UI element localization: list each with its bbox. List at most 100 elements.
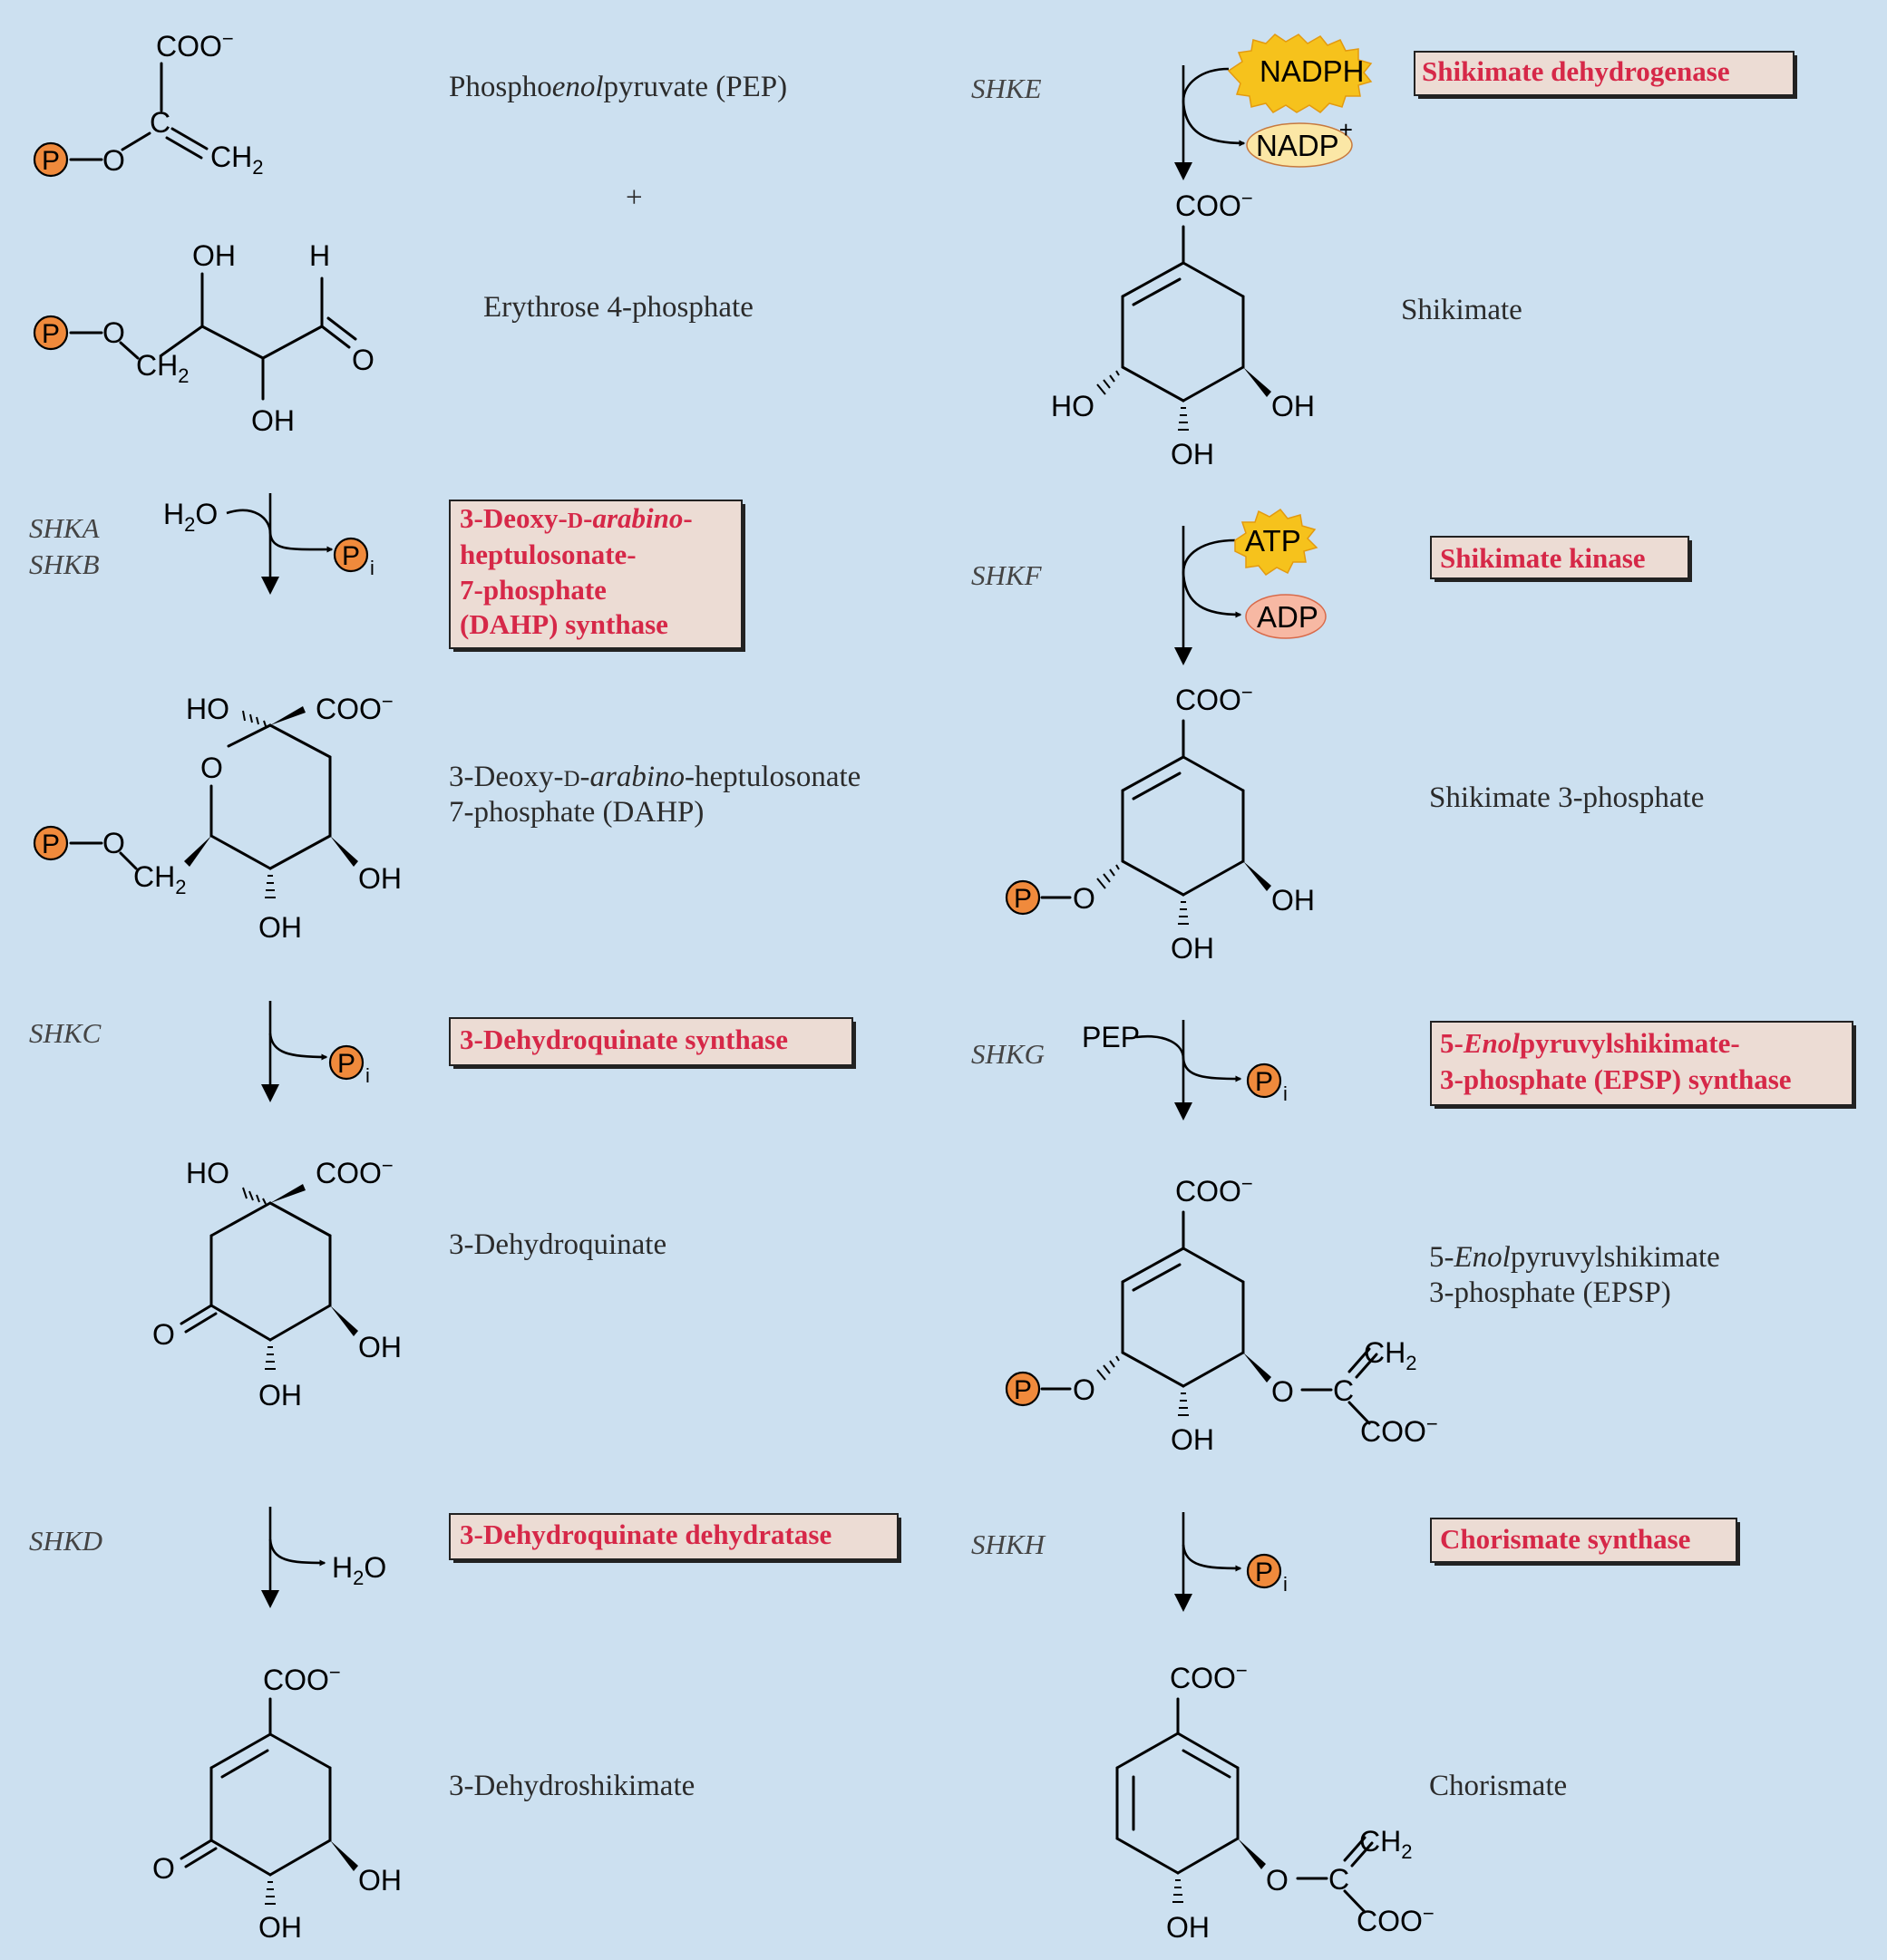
svg-text:Shikimate kinase: Shikimate kinase — [1440, 542, 1646, 574]
svg-text:OH: OH — [1271, 884, 1315, 917]
svg-text:COO−: COO− — [1360, 1412, 1438, 1448]
cofactor-nadp: NADP+ — [1256, 116, 1353, 162]
gene-label-shke: SHKE — [971, 73, 1042, 104]
enzyme-box-dahp-synthase: 3-Deoxy-D-arabino- heptulosonate- 7-phos… — [449, 500, 745, 652]
enzyme-box-shikimate-kinase: Shikimate kinase — [1430, 536, 1692, 582]
svg-text:O: O — [102, 144, 125, 177]
svg-text:3-Dehydroquinate dehydratase: 3-Dehydroquinate dehydratase — [460, 1519, 832, 1550]
svg-text:COO−: COO− — [263, 1661, 341, 1696]
svg-text:OH: OH — [192, 239, 236, 272]
svg-text:O: O — [102, 827, 125, 859]
gene-label-shka: SHKA — [29, 512, 101, 544]
compound-name-pep: Phosphoenolpyruvate (PEP) — [449, 71, 787, 103]
compound-name-shikimate: Shikimate — [1401, 294, 1522, 326]
svg-text:5-Enolpyruvylshikimate-: 5-Enolpyruvylshikimate- — [1440, 1027, 1740, 1059]
svg-text:O: O — [1266, 1864, 1289, 1897]
svg-text:COO−: COO− — [1357, 1902, 1435, 1937]
svg-text:heptulosonate-: heptulosonate- — [460, 539, 637, 570]
enzyme-box-dhq-synthase: 3-Dehydroquinate synthase — [449, 1017, 856, 1069]
svg-text:O: O — [152, 1318, 175, 1351]
gene-label-shkd: SHKD — [29, 1525, 102, 1557]
svg-text:P: P — [42, 830, 60, 859]
phosphate-icon: P i — [328, 1044, 370, 1087]
svg-text:i: i — [1283, 1082, 1288, 1105]
cofactor-nadph: NADPH — [1260, 54, 1365, 88]
svg-text:O: O — [1271, 1375, 1294, 1408]
svg-text:3-phosphate (EPSP) synthase: 3-phosphate (EPSP) synthase — [1440, 1063, 1792, 1095]
svg-text:Shikimate dehydrogenase: Shikimate dehydrogenase — [1422, 55, 1730, 87]
nadp-oval-icon — [1246, 122, 1353, 168]
svg-text:O: O — [152, 1852, 175, 1885]
adp-oval-icon — [1245, 594, 1327, 639]
compound-name-chorismate: Chorismate — [1429, 1770, 1567, 1802]
compound-name-dehydroshikimate: 3-Dehydroshikimate — [449, 1770, 695, 1802]
enzyme-box-dhq-dehydratase: 3-Dehydroquinate dehydratase — [449, 1513, 901, 1563]
svg-text:O: O — [1073, 1373, 1095, 1406]
svg-text:P: P — [1255, 1557, 1273, 1587]
gene-label-shkf: SHKF — [971, 559, 1043, 591]
e4p-structure: OH H O CH2 O OH P — [33, 239, 374, 437]
svg-text:COO−: COO− — [1175, 1172, 1253, 1208]
phosphate-icon: P — [33, 315, 69, 351]
plus-sign: + — [626, 181, 643, 214]
svg-text:H: H — [309, 239, 330, 272]
svg-text:CH2: CH2 — [1364, 1336, 1416, 1374]
compound-name-epsp-line2: 3-phosphate (EPSP) — [1429, 1276, 1671, 1309]
svg-text:COO−: COO− — [316, 1154, 394, 1189]
svg-text:OH: OH — [1166, 1911, 1210, 1944]
phosphate-icon: P i — [1246, 1553, 1288, 1596]
svg-text:7-phosphate: 7-phosphate — [460, 574, 607, 606]
dehydroshikimate-structure: COO− O OH OH — [152, 1661, 402, 1944]
svg-text:CH2: CH2 — [210, 141, 263, 179]
gene-label-shkb: SHKB — [29, 548, 100, 580]
gene-label-shkh: SHKH — [971, 1528, 1046, 1560]
phosphate-icon: P i — [333, 537, 374, 579]
svg-text:COO−: COO− — [1175, 681, 1253, 716]
svg-text:PEP: PEP — [1082, 1021, 1140, 1053]
svg-text:OH: OH — [1271, 390, 1315, 422]
shikimate-structure: COO− HO OH OH — [1051, 187, 1315, 471]
svg-text:3-Dehydroquinate synthase: 3-Dehydroquinate synthase — [460, 1024, 788, 1055]
svg-text:HO: HO — [1051, 390, 1094, 422]
phosphate-icon: P — [1005, 879, 1041, 916]
svg-text:OH: OH — [358, 1331, 402, 1363]
svg-text:COO−: COO− — [156, 27, 234, 63]
reaction-arrow-6: PEP P i — [1082, 1020, 1288, 1121]
atp-burst-icon — [1234, 508, 1318, 577]
compound-name-shikimate-3-phosphate: Shikimate 3-phosphate — [1429, 781, 1704, 814]
svg-text:OH: OH — [1171, 932, 1214, 965]
svg-text:OH: OH — [1171, 1423, 1214, 1456]
svg-text:O: O — [102, 316, 125, 349]
svg-text:P: P — [1014, 1375, 1032, 1405]
enzyme-box-shikimate-dehydrogenase: Shikimate dehydrogenase — [1414, 51, 1797, 99]
svg-text:O: O — [1073, 882, 1095, 915]
compound-name-e4p: Erythrose 4-phosphate — [483, 291, 754, 324]
reaction-arrow-4: NADPH NADP+ — [1174, 34, 1373, 180]
svg-text:COO−: COO− — [316, 690, 394, 725]
svg-text:i: i — [365, 1064, 370, 1087]
svg-text:CH2: CH2 — [1359, 1825, 1412, 1863]
pep-structure: COO− C O CH2 P — [33, 27, 263, 179]
svg-text:HO: HO — [186, 693, 229, 725]
svg-text:P: P — [342, 541, 360, 571]
shikimate-3-phosphate-structure: COO− O OH OH P — [1005, 681, 1315, 965]
compound-name-epsp: 5-Enolpyruvylshikimate — [1429, 1241, 1720, 1274]
svg-text:CH2: CH2 — [136, 349, 189, 387]
svg-text:OH: OH — [1171, 438, 1214, 471]
svg-text:Chorismate synthase: Chorismate synthase — [1440, 1523, 1690, 1555]
reaction-arrow-7: P i — [1174, 1512, 1288, 1612]
svg-text:OH: OH — [258, 1911, 302, 1944]
compound-name-dahp-line2: 7-phosphate (DAHP) — [449, 796, 704, 829]
svg-text:P: P — [42, 146, 60, 176]
reaction-arrow-3: H2O — [261, 1507, 386, 1608]
reaction-arrow-1: H2O P i — [163, 493, 374, 595]
compound-name-dehydroquinate: 3-Dehydroquinate — [449, 1228, 666, 1261]
svg-text:CH2: CH2 — [133, 860, 186, 898]
phosphate-icon: P i — [1246, 1062, 1288, 1105]
compound-name-dahp: 3-Deoxy-D-arabino-heptulosonate — [449, 761, 861, 793]
phosphate-icon: P — [33, 141, 69, 178]
reaction-arrow-2: P i — [261, 1001, 370, 1102]
svg-text:P: P — [42, 319, 60, 349]
